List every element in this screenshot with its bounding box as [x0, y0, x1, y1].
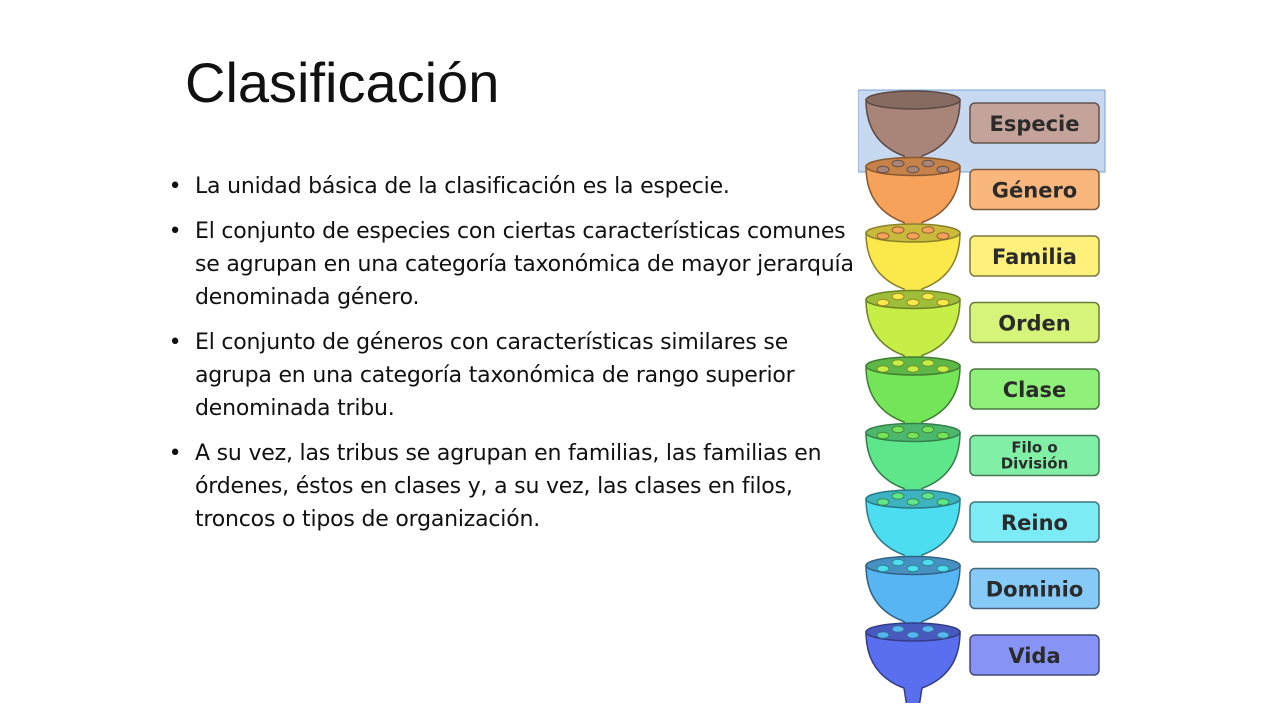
- funnel-pellet: [876, 365, 890, 373]
- funnel-pellet: [876, 431, 890, 440]
- funnel-pellet: [906, 498, 920, 506]
- level-label-text: Especie: [989, 112, 1079, 136]
- funnel-pellet: [921, 226, 935, 234]
- funnel-pellet: [936, 498, 950, 506]
- bullet-text: El conjunto de especies con ciertas cara…: [195, 219, 854, 310]
- funnel-pellet: [906, 365, 920, 373]
- level-label-box: [969, 567, 1100, 610]
- funnel-pellet: [876, 232, 890, 240]
- funnel-level: Orden: [865, 289, 1100, 373]
- funnel-pellet: [936, 298, 950, 307]
- funnel-pellet: [921, 425, 935, 434]
- level-label-text: Reino: [1001, 511, 1068, 535]
- level-label-text: Familia: [992, 245, 1077, 269]
- level-label-text: Género: [992, 179, 1077, 203]
- funnel-pellet: [906, 631, 920, 639]
- bullet-item: • El conjunto de especies con ciertas ca…: [168, 215, 858, 314]
- funnel-rim: [865, 90, 961, 110]
- funnel-pellet: [906, 564, 920, 573]
- level-label-box: [969, 368, 1100, 410]
- funnel-pellet: [921, 625, 935, 633]
- bullet-dot: •: [168, 441, 182, 466]
- funnel-pellet: [891, 359, 905, 367]
- funnel-pellet: [876, 498, 890, 506]
- level-label-box: [969, 501, 1100, 543]
- funnel-level: Familia: [865, 223, 1100, 306]
- funnel-pellet: [876, 564, 890, 573]
- funnel-level: Dominio: [865, 555, 1100, 639]
- funnel-pellet: [876, 165, 890, 174]
- funnel-pellet: [936, 165, 950, 174]
- funnel-pellet: [921, 292, 935, 301]
- slide-title: Clasificación: [185, 51, 500, 114]
- bullet-dot: •: [168, 330, 182, 355]
- funnel-body: [865, 631, 961, 703]
- funnel-pellet: [891, 425, 905, 434]
- funnel-pellet: [936, 564, 950, 573]
- funnel-pellet: [891, 292, 905, 301]
- level-label-box: [969, 235, 1100, 277]
- funnel-pellet: [891, 226, 905, 234]
- funnel-pellet: [876, 631, 890, 639]
- bullet-item: • La unidad básica de la clasificación e…: [168, 170, 858, 203]
- level-label-text: Clase: [1003, 378, 1067, 402]
- funnel-pellet: [936, 431, 950, 440]
- funnel-pellet: [936, 232, 950, 240]
- level-label-box: [969, 634, 1100, 676]
- funnel-pellet: [906, 232, 920, 240]
- level-label-text: Filo o: [1011, 439, 1057, 457]
- bullet-item: • A su vez, las tribus se agrupan en fam…: [168, 437, 858, 536]
- bullet-item: • El conjunto de géneros con característ…: [168, 326, 858, 425]
- level-label-text: Orden: [998, 312, 1070, 336]
- funnel-pellet: [921, 492, 935, 500]
- level-label-text: División: [1001, 455, 1069, 473]
- level-label-text: Vida: [1008, 644, 1060, 668]
- funnel-level: Reino: [865, 489, 1100, 572]
- funnel-pellet: [891, 492, 905, 500]
- funnel-pellet: [921, 359, 935, 367]
- funnel-pellet: [891, 625, 905, 633]
- funnel-level: Vida: [865, 622, 1100, 703]
- bullet-text: El conjunto de géneros con característic…: [195, 330, 795, 421]
- funnel-pellet: [921, 558, 935, 567]
- level-label-box: [969, 434, 1100, 477]
- level-label-box: [969, 102, 1100, 144]
- funnel-pellet: [891, 159, 905, 168]
- bullet-dot: •: [168, 219, 182, 244]
- funnel-pellet: [891, 558, 905, 567]
- funnel-pellet: [921, 159, 935, 168]
- bullet-text: A su vez, las tribus se agrupan en famil…: [195, 441, 822, 532]
- funnel-level: Género: [865, 156, 1100, 240]
- bullet-dot: •: [168, 174, 182, 199]
- funnel-pellet: [906, 165, 920, 174]
- level-label-box: [969, 301, 1100, 344]
- funnel-level: Especie: [865, 90, 1100, 173]
- funnel-pellet: [936, 365, 950, 373]
- bullet-list: • La unidad básica de la clasificación e…: [168, 170, 858, 548]
- funnel-pellet: [906, 431, 920, 440]
- funnel-pellet: [876, 298, 890, 307]
- funnel-pellet: [906, 298, 920, 307]
- funnel-level: Clase: [865, 356, 1100, 439]
- level-label-text: Dominio: [986, 578, 1084, 602]
- level-label-box: [969, 168, 1100, 211]
- bullet-text: La unidad básica de la clasificación es …: [195, 174, 730, 199]
- funnel-pellet: [936, 631, 950, 639]
